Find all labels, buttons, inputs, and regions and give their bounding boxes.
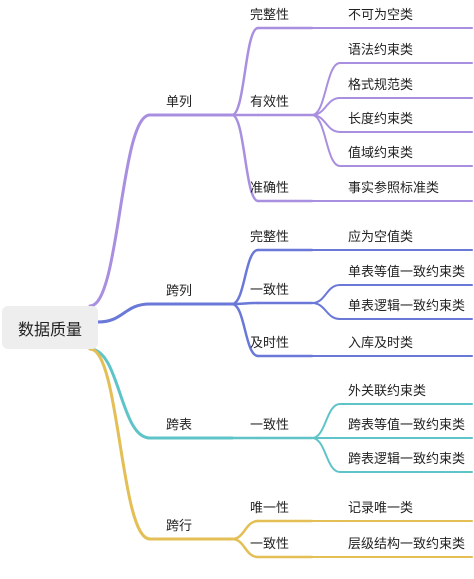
leaf-label: 长度约束类 <box>348 112 414 127</box>
branch-label: 单列 <box>166 95 193 110</box>
category-label: 及时性 <box>250 336 290 351</box>
leaf-label: 跨表逻辑一致约束类 <box>348 452 466 467</box>
category-connector <box>230 537 260 559</box>
leaf-label: 记录唯一类 <box>348 501 414 516</box>
leaf-label: 格式规范类 <box>348 78 414 93</box>
branch-connector <box>96 302 152 324</box>
branch-connector <box>88 347 152 440</box>
category-label: 一致性 <box>250 283 290 298</box>
leaf-connector <box>311 437 341 473</box>
leaf-label: 单表逻辑一致约束类 <box>348 299 466 314</box>
branch-label: 跨行 <box>166 519 193 534</box>
branch-label: 跨列 <box>166 284 193 299</box>
root-node[interactable]: 数据质量 <box>2 306 98 349</box>
category-label: 有效性 <box>250 95 290 110</box>
category-label: 完整性 <box>250 230 290 245</box>
leaf-label: 外关联约束类 <box>348 384 427 399</box>
category-label: 一致性 <box>250 537 290 552</box>
leaf-label: 入库及时类 <box>348 336 414 351</box>
leaf-connector <box>311 62 341 116</box>
category-label: 完整性 <box>250 8 290 23</box>
category-label: 一致性 <box>250 418 290 433</box>
category-connector <box>230 302 260 358</box>
leaf-label: 不可为空类 <box>348 8 414 23</box>
category-label: 唯一性 <box>250 501 290 516</box>
leaf-label: 单表等值一致约束类 <box>348 265 466 280</box>
leaf-label: 事实参照标准类 <box>348 181 440 196</box>
leaf-connector <box>311 302 341 320</box>
leaf-connector <box>311 114 341 167</box>
branch-connector <box>88 113 152 308</box>
leaf-connector <box>311 284 341 304</box>
branch-connector <box>88 347 152 541</box>
category-connector <box>230 113 260 203</box>
leaf-connector <box>311 403 341 439</box>
category-connector <box>230 301 260 306</box>
leaf-label: 层级结构一致约束类 <box>348 537 466 552</box>
category-label: 准确性 <box>250 181 290 196</box>
leaf-label: 跨表等值一致约束类 <box>348 418 466 433</box>
category-connector <box>230 26 260 117</box>
branch-label: 跨表 <box>166 418 193 433</box>
leaf-label: 应为空值类 <box>348 230 414 245</box>
category-connector <box>230 248 260 306</box>
leaf-label: 语法约束类 <box>348 43 414 58</box>
leaf-label: 值域约束类 <box>348 146 414 161</box>
